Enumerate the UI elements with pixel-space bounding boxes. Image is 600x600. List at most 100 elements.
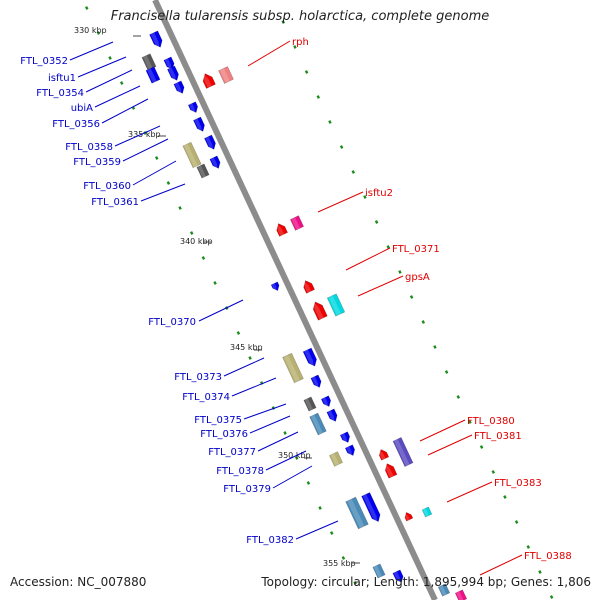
gene-feature[interactable] — [149, 30, 165, 49]
forward-leader-line — [77, 56, 127, 78]
gene-feature[interactable] — [310, 374, 323, 389]
gene-label-ftl-0381[interactable]: FTL_0381 — [474, 431, 522, 442]
forward-leader-line — [69, 41, 114, 61]
gene-feature[interactable] — [345, 496, 369, 530]
gc-marker — [201, 256, 206, 260]
gene-feature[interactable] — [302, 347, 319, 368]
gene-label-ftl-0352[interactable]: FTL_0352 — [20, 56, 68, 67]
gene-label-ftl-0354[interactable]: FTL_0354 — [36, 88, 84, 99]
gene-feature-shape — [303, 396, 317, 412]
gene-label-isftu2[interactable]: isftu2 — [365, 188, 393, 199]
gene-feature[interactable] — [163, 56, 176, 71]
gene-feature[interactable] — [145, 66, 161, 84]
gene-label-ftl-0359[interactable]: FTL_0359 — [73, 157, 121, 168]
gc-marker — [166, 181, 171, 185]
gene-feature[interactable] — [311, 300, 328, 321]
gene-feature-highlight — [150, 32, 160, 48]
gene-feature[interactable] — [454, 589, 468, 600]
gc-marker — [293, 45, 297, 49]
gene-feature[interactable] — [383, 462, 398, 479]
gene-feature[interactable] — [289, 215, 305, 231]
gene-label-ftl-0371[interactable]: FTL_0371 — [392, 244, 440, 255]
gene-feature[interactable] — [403, 511, 414, 522]
forward-leader-line — [231, 377, 277, 397]
gene-label-ftl-0378[interactable]: FTL_0378 — [216, 466, 264, 477]
gene-feature[interactable] — [392, 569, 405, 584]
gene-feature[interactable] — [196, 163, 210, 179]
gene-feature-shape — [145, 66, 161, 84]
gene-feature[interactable] — [274, 222, 289, 237]
gene-feature[interactable] — [421, 506, 433, 518]
reverse-leader-line — [357, 275, 404, 297]
gene-label-ftl-0374[interactable]: FTL_0374 — [182, 392, 230, 403]
gene-feature[interactable] — [372, 563, 386, 579]
gene-label-gpsa[interactable]: gpsA — [405, 272, 430, 283]
gene-label-ftl-0361[interactable]: FTL_0361 — [91, 197, 139, 208]
gene-label-ftl-0377[interactable]: FTL_0377 — [208, 447, 256, 458]
gc-marker — [353, 581, 357, 585]
gene-feature-shape — [361, 492, 381, 523]
gene-feature[interactable] — [309, 412, 327, 436]
gene-feature[interactable] — [326, 408, 339, 423]
gene-feature[interactable] — [339, 431, 351, 444]
gene-feature[interactable] — [209, 155, 222, 170]
gene-feature-highlight — [304, 398, 313, 411]
gene-feature[interactable] — [187, 101, 199, 114]
gene-feature-highlight — [219, 68, 230, 83]
genome-stats-text: Topology: circular; Length: 1,895,994 bp… — [261, 575, 591, 589]
gene-feature[interactable] — [167, 65, 180, 82]
gene-feature[interactable] — [282, 352, 304, 384]
gene-label-ftl-0388[interactable]: FTL_0388 — [524, 551, 572, 562]
gene-feature[interactable] — [141, 53, 157, 71]
gc-marker — [456, 395, 460, 399]
gene-feature[interactable] — [437, 583, 451, 597]
gene-label-ftl-0373[interactable]: FTL_0373 — [174, 372, 222, 383]
gene-feature[interactable] — [377, 448, 390, 461]
gene-feature-shape — [276, 223, 289, 237]
gene-feature-highlight — [346, 446, 352, 457]
gene-label-ftl-0382[interactable]: FTL_0382 — [246, 535, 294, 546]
forward-leader-line — [265, 450, 307, 471]
gene-label-ftl-0376[interactable]: FTL_0376 — [200, 429, 248, 440]
gene-label-ftl-0360[interactable]: FTL_0360 — [83, 181, 131, 192]
gene-feature[interactable] — [173, 80, 186, 95]
gene-label-ftl-0370[interactable]: FTL_0370 — [148, 317, 196, 328]
gene-label-ftl-0356[interactable]: FTL_0356 — [52, 119, 100, 130]
gene-feature[interactable] — [201, 72, 216, 89]
gene-feature-shape — [421, 506, 433, 518]
gene-label-rph[interactable]: rph — [292, 37, 309, 48]
gene-feature[interactable] — [303, 396, 317, 412]
gene-feature[interactable] — [392, 437, 414, 467]
gene-feature[interactable] — [270, 281, 281, 292]
tick-label: 335 kbp — [128, 130, 161, 139]
gene-feature-highlight — [362, 494, 378, 523]
gene-feature[interactable] — [361, 492, 383, 524]
gene-feature[interactable] — [182, 141, 202, 169]
forward-leader-line — [101, 98, 149, 124]
gene-feature[interactable] — [193, 116, 206, 133]
gene-feature[interactable] — [218, 66, 234, 84]
gene-feature[interactable] — [326, 293, 346, 317]
gene-feature-shape — [454, 589, 468, 600]
gene-feature-shape — [326, 408, 338, 422]
gene-label-ftl-0358[interactable]: FTL_0358 — [65, 142, 113, 153]
gene-feature[interactable] — [204, 134, 217, 151]
gene-feature[interactable] — [344, 444, 356, 457]
gene-feature[interactable] — [328, 451, 344, 467]
gene-label-isftu1[interactable]: isftu1 — [48, 73, 76, 84]
gene-feature[interactable] — [301, 279, 316, 294]
gene-feature-highlight — [405, 512, 410, 521]
gene-feature-shape — [270, 281, 280, 292]
forward-leader-line — [272, 465, 313, 489]
gene-feature-shape — [392, 569, 404, 583]
gc-marker — [283, 431, 287, 435]
gene-feature-highlight — [197, 165, 206, 178]
gene-label-ftl-0383[interactable]: FTL_0383 — [494, 478, 542, 489]
gc-marker — [491, 470, 495, 474]
gene-label-ubia[interactable]: ubiA — [71, 103, 93, 114]
gc-marker — [96, 31, 101, 35]
gene-label-ftl-0375[interactable]: FTL_0375 — [194, 415, 242, 426]
gene-feature[interactable] — [320, 395, 332, 408]
gene-label-ftl-0380[interactable]: FTL_0380 — [467, 416, 515, 427]
gene-label-ftl-0379[interactable]: FTL_0379 — [223, 484, 271, 495]
